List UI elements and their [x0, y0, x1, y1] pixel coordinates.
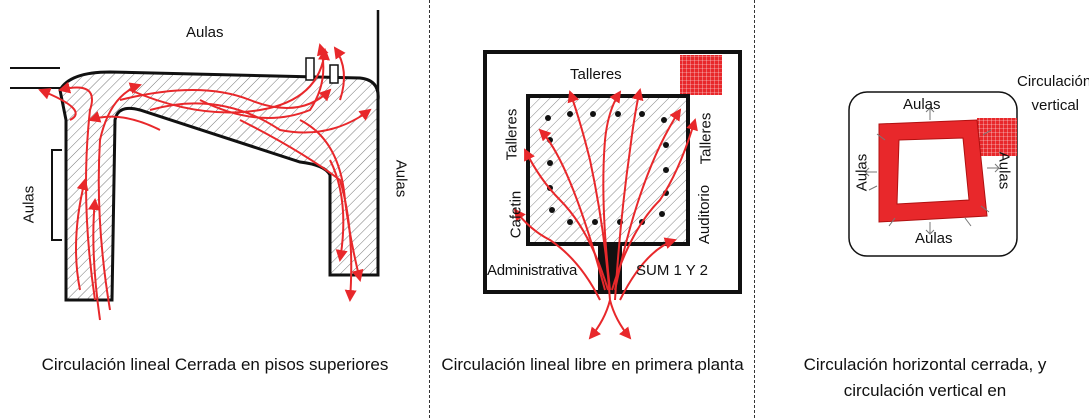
label-auditorio: Auditorio [696, 184, 714, 245]
stair-core [977, 118, 1017, 156]
label-aulas-left: Aulas [20, 185, 38, 224]
outline-top [10, 67, 60, 89]
caption-panel-2: Circulación lineal libre en primera plan… [441, 355, 744, 374]
label-administrativa: Administrativa [487, 262, 577, 279]
door-top [305, 57, 315, 81]
door-top-2 [329, 64, 339, 84]
caption-panel-3: Circulación horizontal cerrada, y circul… [803, 355, 1047, 400]
label-aulas-top: Aulas [186, 24, 224, 41]
stairs-red [680, 55, 722, 95]
panel-linear-free: Talleres Talleres Cafetin Talleres Audit… [430, 0, 755, 418]
sketch-horizontal-loop [848, 91, 1018, 257]
label-talleres-top: Talleres [570, 66, 622, 83]
window-left [51, 149, 62, 241]
circulation-loop [878, 119, 988, 223]
label-aulas-bottom-3: Aulas [915, 230, 953, 247]
circulation-arrows [38, 43, 372, 321]
sketch-upper-floors [10, 10, 380, 321]
label-sum: SUM 1 Y 2 [636, 262, 708, 279]
label-circulacion-vertical: Circulación vertical [1017, 73, 1089, 114]
outward-arrows [864, 107, 1000, 235]
label-cafetin: Cafetin [507, 190, 525, 239]
label-aulas-right: Aulas [392, 159, 410, 198]
caption-panel-1: Circulación lineal Cerrada en pisos supe… [41, 355, 389, 374]
circulation-arrows-2 [513, 88, 698, 340]
label-talleres-left: Talleres [503, 108, 521, 161]
panel-linear-closed: Aulas Aulas Aulas Circulación lineal Cer… [0, 0, 430, 418]
label-aulas-top-3: Aulas [903, 96, 941, 113]
panel-horizontal-closed: Circulación vertical Aulas Aulas Aulas A… [755, 0, 1089, 418]
label-talleres-right: Talleres [697, 112, 715, 165]
divider-2 [754, 0, 755, 418]
label-aulas-left-3: Aulas [853, 153, 871, 192]
divider-1 [429, 0, 430, 418]
corridor-hatched [58, 70, 380, 302]
label-aulas-right-3: Aulas [995, 151, 1013, 190]
sketch-first-floor [483, 50, 742, 340]
